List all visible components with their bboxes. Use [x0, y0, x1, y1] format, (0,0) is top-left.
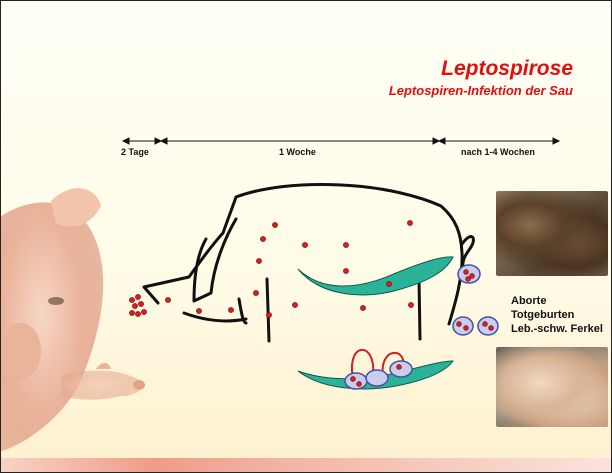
outcome-weak-piglets: Leb.-schw. Ferkel: [511, 323, 603, 335]
outcome-stillbirths: Totgeburten: [511, 309, 574, 321]
outcome-abortions: Aborte: [511, 295, 546, 307]
bottom-decorative-band: [1, 458, 611, 472]
aborted-fetuses-photo: [496, 191, 608, 276]
uterus-upper: [298, 257, 453, 295]
leptospira-dots: [129, 220, 493, 386]
weak-piglets-photo: [496, 347, 608, 427]
sow-outline: [144, 185, 462, 325]
